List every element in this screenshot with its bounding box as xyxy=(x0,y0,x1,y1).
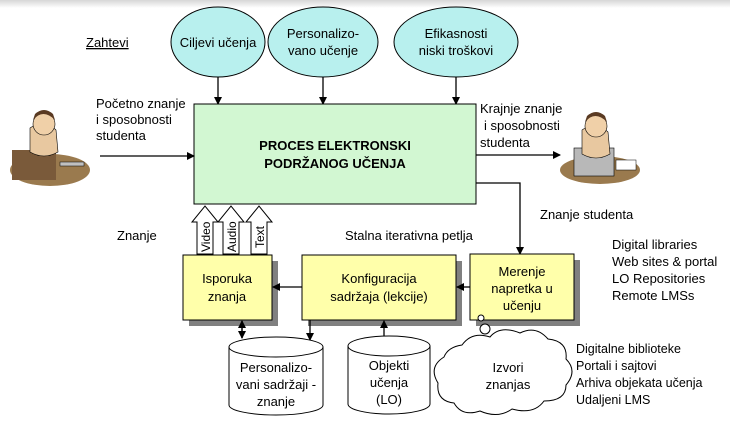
media-text-arrow: Text xyxy=(244,205,274,255)
process-box: PROCES ELEKTRONSKI PODRŽANOG UČENJA xyxy=(193,103,477,205)
svg-text:(LO): (LO) xyxy=(376,392,402,407)
svg-text:Portali i sajtovi: Portali i sajtovi xyxy=(576,359,657,373)
svg-text:PODRŽANOG UČENJA: PODRŽANOG UČENJA xyxy=(264,156,406,171)
svg-text:PROCES ELEKTRONSKI: PROCES ELEKTRONSKI xyxy=(259,138,411,153)
database-learning-objects: Objekti učenja (LO) xyxy=(347,335,431,415)
measurement-box: Merenje napretka u učenju xyxy=(469,253,580,326)
input-label-line3: studenta xyxy=(96,128,147,143)
loop-label: Stalna iterativna petlja xyxy=(345,228,474,243)
svg-text:Web sites & portal: Web sites & portal xyxy=(612,254,717,269)
svg-text:Audio: Audio xyxy=(225,221,239,252)
svg-text:Merenje: Merenje xyxy=(499,264,546,279)
svg-text:Udaljeni LMS: Udaljeni LMS xyxy=(576,393,650,407)
svg-text:Personalizo-: Personalizo- xyxy=(287,26,359,41)
svg-text:Isporuka: Isporuka xyxy=(202,271,253,286)
input-label-line2: i sposobnosti xyxy=(96,112,172,127)
output-label-line2: i sposobnosti xyxy=(484,118,560,133)
ellipse-learning-goals: Ciljevi učenja xyxy=(170,6,266,78)
svg-text:Objekti: Objekti xyxy=(369,358,410,373)
svg-text:učenja: učenja xyxy=(370,375,409,390)
student-knowledge-label: Znanje studenta xyxy=(540,207,634,222)
knowledge-sources-cloud: Izvori znanjas xyxy=(433,329,573,415)
database-personalized-content: Personalizo- vani sadržaji - znanje xyxy=(228,336,324,416)
svg-text:Video: Video xyxy=(199,221,213,252)
svg-text:Ciljevi učenja: Ciljevi učenja xyxy=(180,35,257,50)
delivery-box: Isporuka znanja xyxy=(182,254,278,326)
knowledge-label: Znanje xyxy=(117,228,157,243)
student-start-icon xyxy=(10,110,90,186)
input-label: Početno znanje xyxy=(96,96,186,111)
student-end-icon xyxy=(560,112,640,184)
svg-text:vani sadržaji -: vani sadržaji - xyxy=(236,377,316,392)
svg-text:znanja: znanja xyxy=(208,289,247,304)
svg-text:LO Repositories: LO Repositories xyxy=(612,271,706,286)
sources-serbian-list: Digitalne biblioteke Portali i sajtovi A… xyxy=(576,342,703,407)
svg-text:učenju: učenju xyxy=(503,298,541,313)
svg-text:Konfiguracija: Konfiguracija xyxy=(341,271,417,286)
svg-text:Efikasnosti: Efikasnosti xyxy=(425,26,488,41)
media-video-arrow: Video xyxy=(190,205,220,255)
configuration-box: Konfiguracija sadržaja (lekcije) xyxy=(301,254,462,326)
svg-text:Remote LMSs: Remote LMSs xyxy=(612,288,695,303)
svg-text:Text: Text xyxy=(253,225,267,248)
svg-text:Digitalne biblioteke: Digitalne biblioteke xyxy=(576,342,681,356)
ellipse-efficiency: Efikasnosti niski troškovi xyxy=(393,6,519,78)
svg-text:Digital libraries: Digital libraries xyxy=(612,237,698,252)
svg-text:znanje: znanje xyxy=(257,394,295,409)
media-audio-arrow: Audio xyxy=(216,205,246,255)
svg-text:vano učenje: vano učenje xyxy=(288,43,358,58)
svg-text:niski troškovi: niski troškovi xyxy=(419,43,494,58)
svg-text:sadržaja (lekcije): sadržaja (lekcije) xyxy=(330,289,428,304)
ellipse-personalized-learning: Personalizo- vano učenje xyxy=(267,6,379,78)
output-label: Krajnje znanje xyxy=(480,101,562,116)
svg-text:Personalizo-: Personalizo- xyxy=(240,360,312,375)
sources-english-list: Digital libraries Web sites & portal LO … xyxy=(612,237,717,303)
svg-text:znanjas: znanjas xyxy=(486,377,531,392)
svg-text:Izvori: Izvori xyxy=(492,360,523,375)
svg-text:Arhiva objekata učenja: Arhiva objekata učenja xyxy=(576,376,703,390)
svg-text:napretka u: napretka u xyxy=(491,281,552,296)
output-label-line3: studenta xyxy=(480,135,531,150)
requirements-label: Zahtevi xyxy=(86,35,129,50)
